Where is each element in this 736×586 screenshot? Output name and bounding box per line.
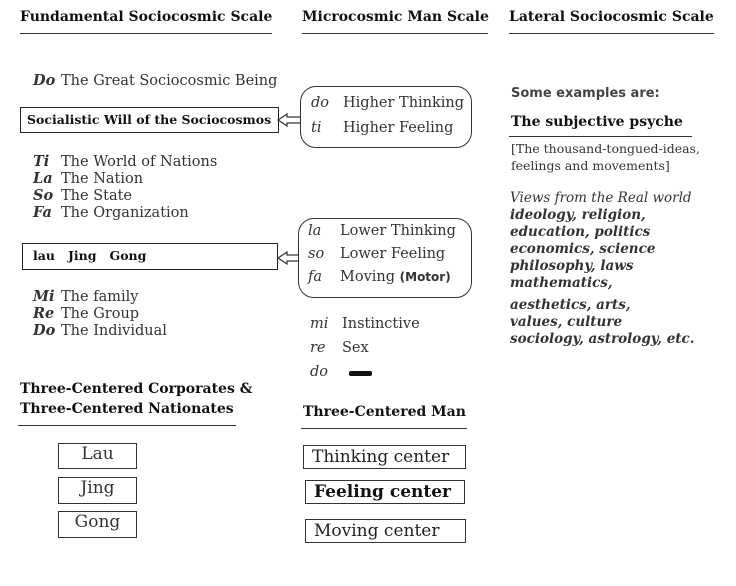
moving-center-box: Moving center (305, 519, 466, 543)
note-label: The Organization (61, 205, 189, 221)
note-label: The Individual (61, 323, 167, 339)
note-symbol: Ti (33, 153, 50, 170)
lau-jing-gong-label: lau Jing Gong (33, 248, 147, 263)
will-box: Socialistic Will of the Sociocosmos (20, 107, 279, 133)
header-microcosmic: Microcosmic Man Scale (302, 9, 489, 25)
note-symbol: Do (33, 72, 56, 89)
corporate-box-jing: Jing (58, 477, 137, 504)
micro-row-mi: mi Instinctive (310, 316, 420, 332)
micro-row-do: do Higher Thinking (311, 95, 464, 111)
micro-row-re: re Sex (310, 340, 369, 356)
note-label: The Group (61, 306, 140, 322)
note-symbol: Mi (33, 288, 55, 305)
note-symbol: So (33, 187, 54, 204)
views-line-5: mathematics, (510, 275, 613, 291)
fundamental-row-ti: Ti The World of Nations (33, 153, 217, 170)
fundamental-row-do: Do The Individual (33, 322, 167, 339)
corporate-box-gong: Gong (58, 511, 137, 538)
note-symbol: Re (33, 305, 55, 322)
note-symbol: La (33, 170, 53, 187)
note-label: Moving (340, 269, 396, 285)
lower-centers-box: la Lower Thinking so Lower Feeling fa Movin… (298, 218, 472, 298)
corporates-rule (18, 425, 236, 426)
dash-mark (349, 371, 372, 376)
higher-centers-box: do Higher Thinking ti Higher Feeling (300, 86, 472, 148)
fundamental-row-mi: Mi The family (33, 288, 138, 305)
views-line-2: education, politics (510, 224, 651, 240)
note-label: The Nation (61, 171, 144, 187)
arts-line-1: values, culture (510, 314, 623, 330)
note-label: Sex (342, 340, 369, 356)
lau-jing-gong-box: lau Jing Gong (22, 243, 278, 270)
lateral-subjective: The subjective psyche (511, 114, 683, 130)
fundamental-row-so: So The State (33, 187, 132, 204)
micro-row-fa: fa Moving (Motor) (308, 269, 451, 285)
corporate-box-lau: Lau (58, 443, 137, 469)
views-line-0: Views from the Real world (510, 190, 692, 206)
fundamental-top-row: Do The Great Sociocosmic Being (33, 72, 277, 89)
subjective-note-2: feelings and movements] (511, 158, 670, 173)
note-symbol: Do (33, 322, 56, 339)
header-fundamental-rule (20, 33, 272, 34)
motor-label: (Motor) (399, 270, 451, 284)
subjective-note-1: [The thousand-tongued-ideas, (511, 141, 700, 156)
note-symbol: re (310, 340, 326, 356)
fundamental-row-fa: Fa The Organization (33, 204, 189, 221)
views-line-1: ideology, religion, (510, 207, 646, 223)
corporates-title-2: Three-Centered Nationates (20, 401, 234, 417)
will-box-label: Socialistic Will of the Sociocosmos (27, 112, 272, 127)
note-symbol: la (308, 223, 322, 239)
note-symbol: mi (310, 316, 329, 332)
note-symbol: ti (311, 120, 322, 136)
note-label: Higher Thinking (343, 95, 465, 111)
fundamental-row-la: La The Nation (33, 170, 143, 187)
micro-row-so: so Lower Feeling (308, 246, 445, 262)
note-label: The World of Nations (61, 154, 218, 170)
header-lateral: Lateral Sociocosmic Scale (509, 9, 714, 25)
lateral-intro: Some examples are: (511, 86, 660, 101)
views-line-4: philosophy, laws (510, 258, 634, 274)
note-label: Lower Thinking (340, 223, 456, 239)
note-symbol: fa (308, 269, 323, 285)
note-label: Higher Feeling (343, 120, 454, 136)
views-line-3: economics, science (510, 241, 656, 257)
note-symbol: Fa (33, 204, 52, 221)
arts-line-0: aesthetics, arts, (510, 297, 631, 313)
three-centered-man-title: Three-Centered Man (303, 404, 466, 420)
micro-row-ti: ti Higher Feeling (311, 120, 453, 136)
header-microcosmic-rule (302, 33, 488, 34)
feeling-center-box: Feeling center (305, 480, 465, 504)
arts-line-2: sociology, astrology, etc. (510, 331, 695, 347)
subjective-rule (509, 136, 692, 137)
header-fundamental: Fundamental Sociocosmic Scale (20, 9, 273, 25)
note-label: The Great Sociocosmic Being (61, 73, 278, 89)
header-lateral-rule (509, 33, 714, 34)
micro-row-do-low: do (310, 364, 342, 380)
note-label: Lower Feeling (340, 246, 446, 262)
note-label: The State (61, 188, 133, 204)
note-label: The family (61, 289, 139, 305)
thinking-center-box: Thinking center (303, 445, 466, 469)
note-symbol: do (311, 95, 330, 111)
three-centered-man-rule (301, 428, 467, 429)
corporates-title-1: Three-Centered Corporates & (20, 381, 253, 397)
fundamental-row-re: Re The Group (33, 305, 139, 322)
micro-row-la: la Lower Thinking (308, 223, 456, 239)
note-symbol: do (310, 364, 329, 380)
note-label: Instinctive (342, 316, 420, 332)
note-symbol: so (308, 246, 325, 262)
